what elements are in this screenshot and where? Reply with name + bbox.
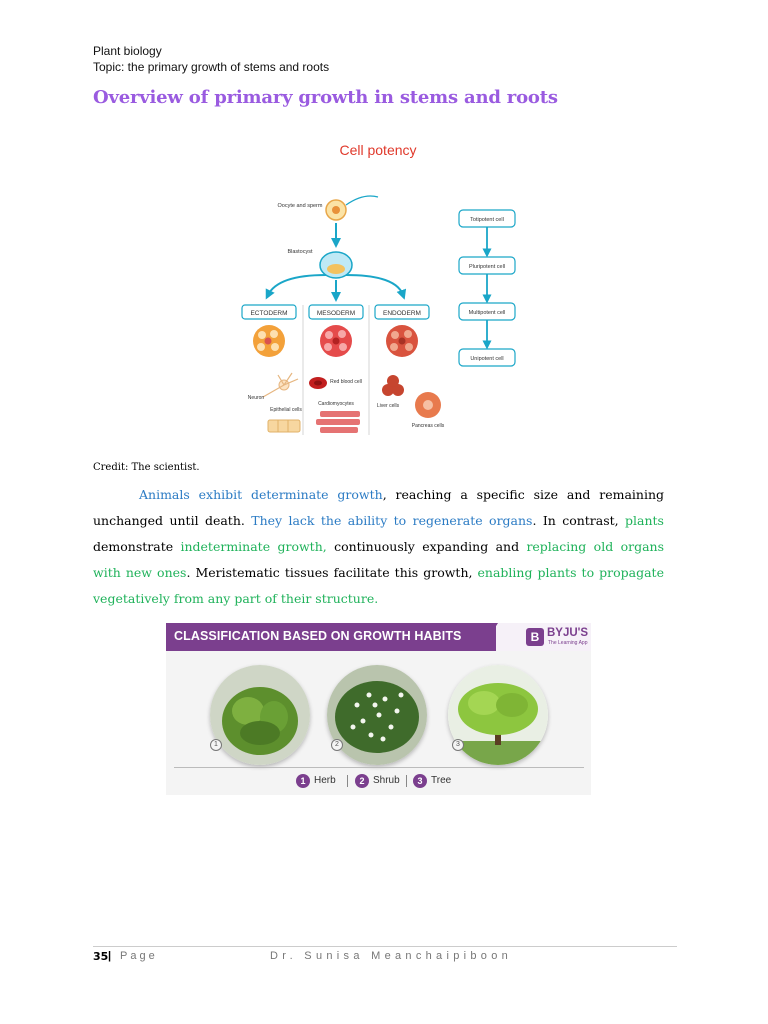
- neuron-icon: [262, 372, 299, 398]
- legend-separator: [347, 775, 348, 787]
- body-paragraph: Animals exhibit determinate growth, reac…: [93, 482, 664, 612]
- mesoderm-cell-icon: [320, 325, 352, 357]
- text-regenerate-organs: They lack the ability to regenerate orga…: [251, 513, 533, 528]
- page-label: Page: [120, 950, 158, 962]
- multipotent-label: Multipotent cell: [469, 310, 506, 316]
- tree-number: 3: [452, 739, 464, 751]
- text-plants: plants: [625, 513, 664, 528]
- blastocyst-label: Blastocyst: [287, 249, 313, 255]
- page-title: Overview of primary growth in stems and …: [93, 87, 558, 108]
- growth-habits-title: CLASSIFICATION BASED ON GROWTH HABITS: [174, 629, 462, 643]
- pancreas-cells-icon: [415, 392, 441, 418]
- legend-tree-badge: 3: [413, 774, 427, 788]
- epithelial-cells-icon: [267, 419, 301, 433]
- page-number: 35: [93, 950, 109, 963]
- rbc-label: Red blood cell: [330, 379, 362, 385]
- header-subject: Plant biology: [93, 44, 162, 58]
- pancreas-label: Pancreas cells: [412, 423, 445, 429]
- endoderm-cell-icon: [386, 325, 418, 357]
- text-indeterminate-growth: indeterminate growth,: [180, 539, 327, 554]
- oocyte-icon: [325, 195, 379, 221]
- pluripotent-label: Pluripotent cell: [469, 264, 505, 270]
- herb-photo: [210, 665, 310, 765]
- cell-potency-heading: Cell potency: [339, 142, 416, 158]
- growth-habits-figure: CLASSIFICATION BASED ON GROWTH HABITS B …: [166, 623, 591, 795]
- herb-number: 1: [210, 739, 222, 751]
- text-determinate-growth: Animals exhibit determinate growth: [139, 487, 383, 502]
- liver-label: Liver cells: [377, 403, 400, 409]
- epithelial-label: Epithelial cells: [270, 407, 302, 413]
- legend-shrub-label: Shrub: [373, 775, 400, 786]
- text-s2-rest: . In contrast,: [532, 513, 626, 528]
- footer-separator: |: [108, 950, 112, 962]
- shrub-number: 2: [331, 739, 343, 751]
- mesoderm-label: MESODERM: [317, 310, 355, 317]
- footer-rule: [93, 946, 677, 947]
- cardio-label: Cardiomyocytes: [318, 401, 354, 407]
- text-s5-rest: . Meristematic tissues facilitate this g…: [186, 565, 478, 580]
- footer-author: Dr. Sunisa Meanchaipiboon: [270, 950, 513, 962]
- legend-shrub-badge: 2: [355, 774, 369, 788]
- red-blood-cell-icon: [309, 377, 327, 389]
- tree-photo: [448, 665, 548, 765]
- cardiomyocytes-icon: [316, 411, 360, 433]
- text-propagate-vegetatively: enabling plants to propagate vegetativel…: [93, 565, 664, 606]
- header-topic: Topic: the primary growth of stems and r…: [93, 60, 330, 74]
- legend-tree-label: Tree: [431, 775, 452, 786]
- text-s4-rest: continuously expanding and: [326, 539, 527, 554]
- text-s3-rest: demonstrate: [93, 539, 181, 554]
- liver-cells-icon: [382, 375, 404, 396]
- byjus-tagline: The Learning App: [548, 640, 588, 646]
- band-tip: [480, 623, 498, 651]
- endoderm-label: ENDODERM: [383, 310, 421, 317]
- cell-potency-figure: Cell potency Oocyte and sperm Blastocyst…: [241, 142, 516, 435]
- ectoderm-cell-icon: [253, 325, 285, 357]
- oocyte-label: Oocyte and sperm: [278, 203, 323, 209]
- legend-herb-label: Herb: [314, 775, 336, 786]
- text-replacing-organs: replacing old organs with new ones: [93, 539, 664, 580]
- figure-credit: Credit: The scientist.: [93, 462, 200, 473]
- legend-separator: [406, 775, 407, 787]
- legend-divider: [174, 767, 584, 768]
- text-s1-rest: , reaching a specific size and remaining…: [93, 487, 664, 528]
- byjus-brand: BYJU'S: [547, 627, 589, 639]
- blastocyst-icon: [319, 251, 353, 279]
- legend-herb-badge: 1: [296, 774, 310, 788]
- totipotent-label: Totipotent cell: [470, 217, 504, 223]
- shrub-photo: [327, 665, 427, 765]
- neuron-label: Neuron: [248, 395, 265, 401]
- byjus-logo-icon: B: [526, 628, 544, 646]
- ectoderm-label: ECTODERM: [250, 310, 287, 317]
- unipotent-label: Unipotent cell: [470, 356, 503, 362]
